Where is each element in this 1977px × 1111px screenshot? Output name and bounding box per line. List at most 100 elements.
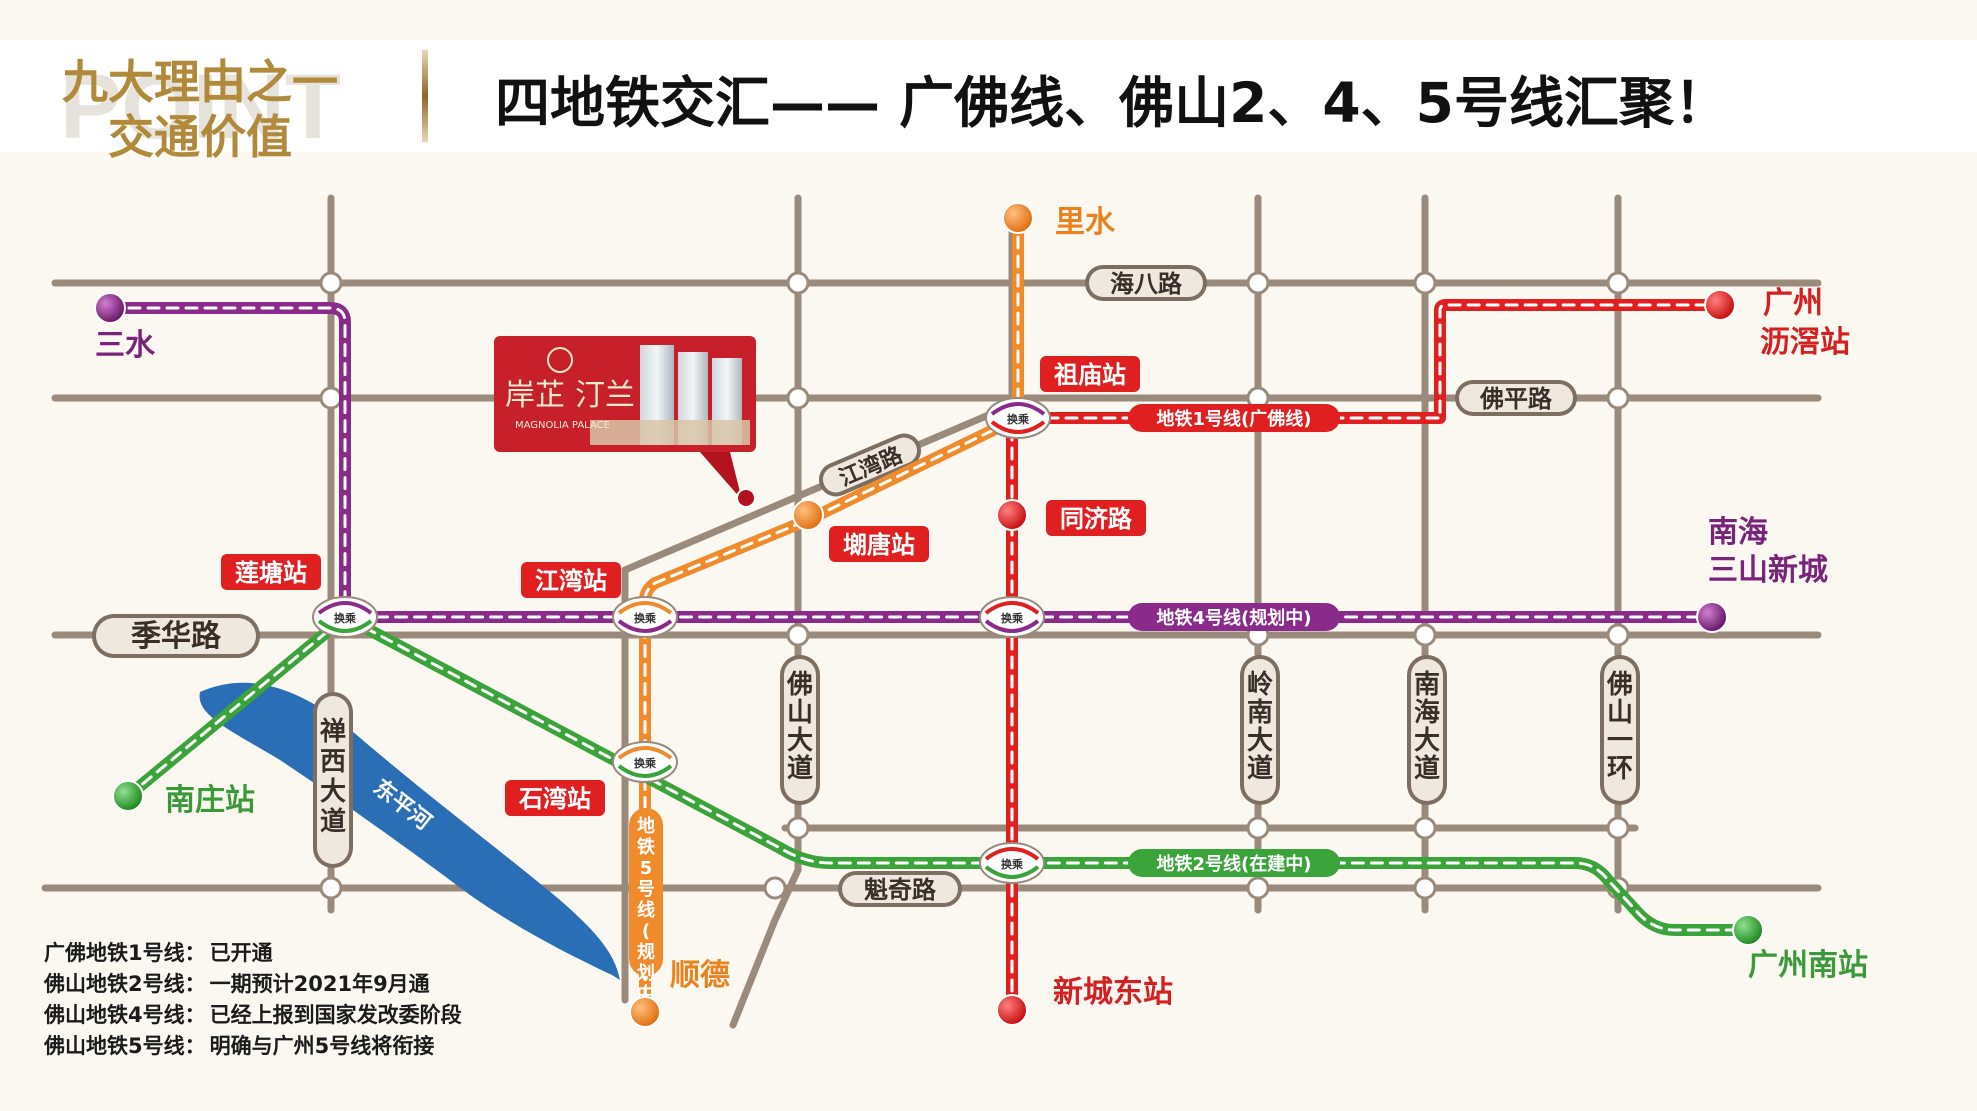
lotus-icon — [547, 347, 573, 373]
station-dot-lijiao[interactable] — [1704, 289, 1736, 321]
road-label-hai-ba: 海八路 — [1110, 270, 1183, 298]
transfer-jiang-wan: 换乘 — [612, 596, 678, 638]
station-box — [505, 780, 605, 816]
station-dot-sanshan[interactable] — [1696, 601, 1728, 633]
legend-status: 一期预计2021年9月通 — [209, 972, 430, 996]
road-label-inner — [1244, 659, 1276, 801]
intersection — [1606, 816, 1630, 840]
transfer-arc — [617, 764, 673, 778]
line-label-bg — [1128, 603, 1340, 631]
intersection — [1413, 271, 1437, 295]
legend-row: 佛山地铁5号线：明确与广州5号线将衔接 — [44, 1031, 462, 1062]
station-san-shui: 三水 — [95, 328, 156, 363]
road-label-nan-hai: 南海大道 — [1414, 670, 1440, 784]
line2-label: 地铁2号线(在建中) — [1157, 853, 1312, 875]
station-dot-shun-de[interactable] — [629, 996, 661, 1028]
header: POINT 九大理由之一 交通价值 四地铁交汇—— 广佛线、佛山2、4、5号线汇… — [0, 40, 1977, 164]
station-names: 里水 三水 广州 沥滘站 南海 三山新城 南庄站 顺德 新城东站 广州南站 — [95, 205, 1868, 1010]
road-label-inner — [1459, 384, 1573, 412]
station-dot-san-shui[interactable] — [94, 292, 126, 324]
road-jiang-wan — [621, 401, 1016, 574]
transfer-lian-tang: 换乘 — [312, 596, 378, 638]
watermark-text: POINT — [60, 56, 341, 158]
metro-line-4 — [104, 302, 1718, 623]
transfer-shi-wan: 换乘 — [612, 741, 678, 783]
road-label-fo-ping: 佛平路 — [1479, 385, 1553, 413]
transfer-arc — [317, 619, 373, 633]
intersection — [1246, 876, 1270, 900]
station-li-shui: 里水 — [1055, 205, 1116, 240]
page-title: 四地铁交汇—— 广佛线、佛山2、4、5号线汇聚！ — [495, 71, 1729, 135]
station-tong-ji: 同济路 — [1060, 505, 1133, 533]
intersection — [786, 386, 810, 410]
transfer-label: 换乘 — [334, 611, 357, 625]
road-label-inner — [96, 618, 256, 654]
vertical-road-labels: 禅西大道 佛山大道 岭南大道 南海大道 佛山一环 — [313, 655, 1640, 868]
station-dot-tong-ji[interactable] — [996, 499, 1028, 531]
badge-line1: 九大理由之一 — [62, 55, 338, 109]
station-guangzhou-nan: 广州南站 — [1748, 948, 1868, 983]
station-dot-xin-cheng-dong[interactable] — [996, 994, 1028, 1026]
callout-pointer — [700, 452, 742, 500]
transfer-stations: 换乘 换乘 换乘 换乘 换乘 — [312, 397, 1051, 884]
transfer-arc — [617, 619, 673, 633]
intersection — [319, 386, 343, 410]
line-label-bg — [1128, 849, 1340, 877]
station-lian-tang: 莲塘站 — [235, 559, 307, 587]
station-dots — [94, 202, 1764, 1028]
legend-line: 广佛地铁1号线： — [44, 941, 206, 965]
station-lan-tang: 㙟唐站 — [843, 531, 915, 559]
station-dot-guangzhou-nan[interactable] — [1732, 914, 1764, 946]
intersection — [319, 876, 343, 900]
line-status-legend: 广佛地铁1号线：已开通 佛山地铁2号线：一期预计2021年9月通 佛山地铁4号线… — [44, 938, 462, 1062]
transfer-label: 换乘 — [634, 611, 657, 625]
station-shi-wan: 石湾站 — [518, 785, 591, 813]
station-jiang-wan: 江湾站 — [535, 567, 607, 595]
station-dot-li-shui[interactable] — [1002, 202, 1034, 234]
transfer-arc — [984, 601, 1040, 615]
intersection — [1413, 876, 1437, 900]
station-xin-cheng-dong: 新城东站 — [1053, 975, 1173, 1010]
station-dot-lan-tang[interactable] — [792, 499, 824, 531]
station-box — [1046, 500, 1146, 536]
intersection — [1606, 271, 1630, 295]
podium — [590, 420, 750, 445]
station-box — [521, 562, 621, 598]
road-labels: 海八路 佛平路 季华路 魁奇路 江湾路 — [92, 265, 1577, 907]
intersection — [1413, 623, 1437, 647]
road-label-inner — [1604, 659, 1636, 801]
intersection — [1413, 816, 1437, 840]
transfer-arc — [990, 420, 1046, 434]
intersection — [1246, 816, 1270, 840]
station-box — [221, 554, 321, 590]
metro-line-1 — [1006, 299, 1724, 1016]
intersection — [1246, 271, 1270, 295]
station-box — [829, 526, 929, 562]
project-callout: 岸芷 汀兰 MAGNOLIA PALACE — [494, 336, 756, 508]
header-divider — [422, 50, 428, 142]
legend-line: 佛山地铁4号线： — [44, 1003, 206, 1027]
road-fo-shan-south — [729, 866, 802, 1029]
transfer-xin-cheng: 换乘 — [979, 842, 1045, 884]
road-label-inner — [842, 875, 958, 903]
project-location-dot[interactable] — [736, 488, 756, 508]
road-label-kui-qi: 魁奇路 — [864, 876, 937, 904]
station-dot-nan-zhuang[interactable] — [112, 780, 144, 812]
line2-dash — [126, 615, 1747, 932]
line4-label: 地铁4号线(规划中) — [1157, 607, 1312, 629]
legend-row: 佛山地铁4号线：已经上报到国家发改委阶段 — [44, 1000, 462, 1031]
transfer-pu-jun: 换乘 — [979, 596, 1045, 638]
line-label-bg — [1128, 404, 1340, 432]
transfer-arc — [317, 601, 373, 615]
intersection — [1606, 623, 1630, 647]
station-lijiao-1: 广州 — [1763, 286, 1823, 321]
project-name-left: 岸芷 — [505, 378, 565, 413]
legend-status: 已经上报到国家发改委阶段 — [209, 1003, 462, 1027]
project-name-right: 汀兰 — [575, 378, 635, 413]
transfer-arc — [984, 619, 1040, 633]
transfer-arc — [984, 865, 1040, 879]
line4-dash — [108, 306, 1714, 619]
intersection — [1606, 386, 1630, 410]
